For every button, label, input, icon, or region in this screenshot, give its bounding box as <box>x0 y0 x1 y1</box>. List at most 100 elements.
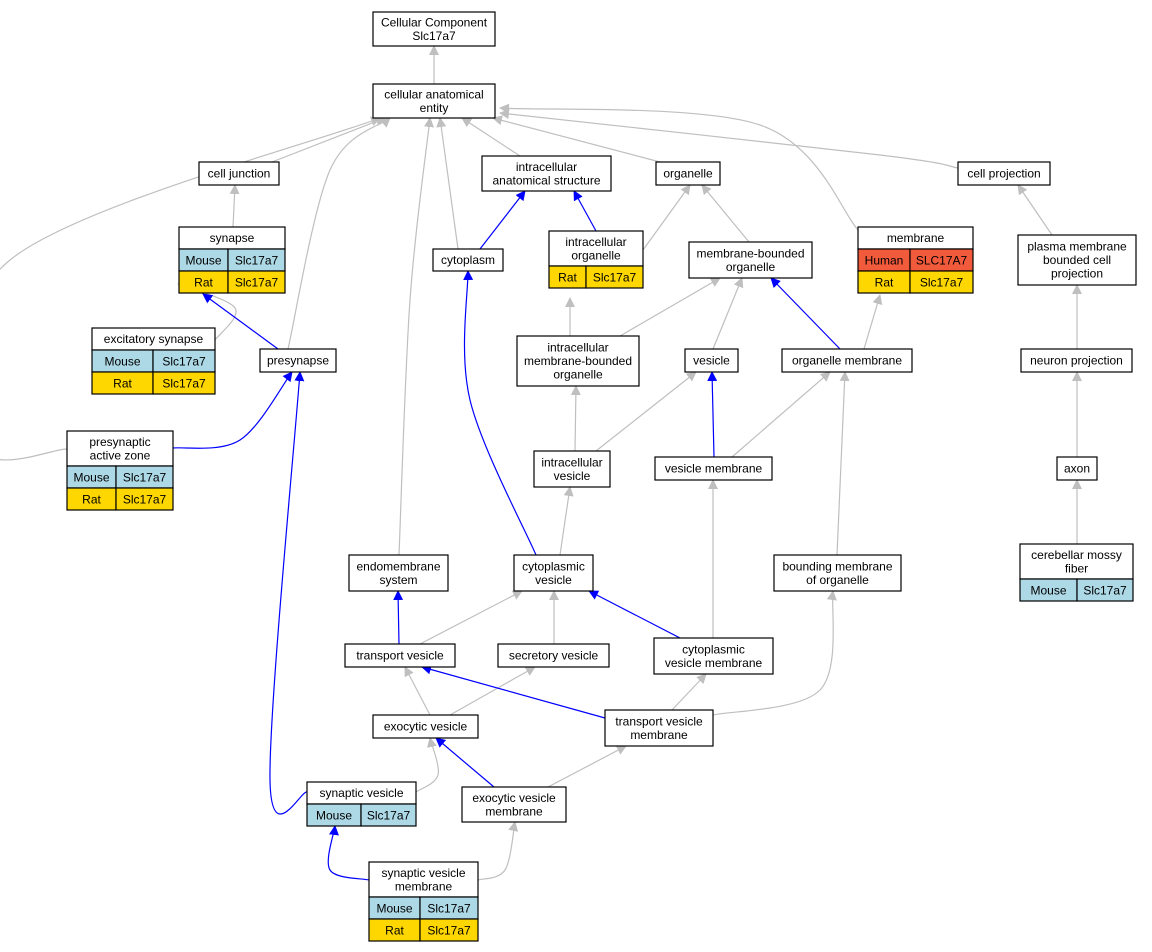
node-vesicle[interactable]: vesicle <box>684 348 739 373</box>
node-label-line: cerebellar mossy <box>1031 548 1122 562</box>
edge-mbo-to-organelle <box>701 184 750 243</box>
species-label: Human <box>865 254 904 268</box>
edge-cytoplasmic_vesicle-to-iv <box>559 486 574 556</box>
node-label-line: bounding membrane <box>782 559 892 573</box>
node-label-line: vesicle <box>554 469 591 483</box>
gene-cell <box>419 918 479 942</box>
node-label-box <box>604 709 714 747</box>
node-label-line: exocytic vesicle <box>384 720 468 734</box>
node-exocytic_vesicle[interactable]: exocytic vesicle <box>372 714 479 739</box>
node-label-line: intracellular <box>541 455 602 469</box>
node-label-line: synaptic vesicle <box>381 866 465 880</box>
node-label-box <box>1020 348 1133 373</box>
node-label-line: membrane-bounded <box>696 246 804 260</box>
edge-transport_vesicle-to-endomembrane <box>393 590 404 645</box>
gene-label: Slc17a7 <box>367 809 411 823</box>
species-label: Rat <box>194 276 213 290</box>
node-label-box <box>348 554 449 592</box>
gene-cell <box>152 371 216 395</box>
gene-cell <box>227 270 286 294</box>
node-label-box <box>372 83 496 119</box>
edge-paz-to-presynapse <box>172 371 293 449</box>
edge-vesicle_membrane-to-organelle_membrane <box>731 371 831 458</box>
edge-exocytic_vesicle-to-secretory_vesicle <box>449 666 536 716</box>
node-label-box <box>513 554 594 592</box>
node-label-line: vesicle <box>693 354 730 368</box>
node-label-box <box>1019 543 1134 580</box>
edge-synaptic_vesicle-to-presynapse <box>269 371 308 815</box>
node-neuron_projection[interactable]: neuron projection <box>1020 348 1133 373</box>
node-label-box <box>481 155 612 192</box>
node-label-box <box>1056 456 1098 481</box>
node-organelle[interactable]: organelle <box>655 161 721 186</box>
edge-evm-to-exocytic_vesicle <box>435 737 495 788</box>
node-transport_vesicle[interactable]: transport vesicle <box>344 643 456 668</box>
edge-vesicle_membrane-to-vesicle <box>707 371 718 458</box>
node-label-line: synapse <box>210 231 255 245</box>
edge-paz-to-cae <box>0 116 381 461</box>
node-vesicle_membrane[interactable]: vesicle membrane <box>654 456 773 481</box>
node-label-line: vesicle <box>535 573 572 587</box>
node-label-line: cytoplasm <box>441 253 495 267</box>
node-label-line: vesicle membrane <box>665 462 763 476</box>
node-secretory_vesicle[interactable]: secretory vesicle <box>497 643 610 668</box>
edge-io-to-organelle <box>642 184 691 251</box>
gene-cell <box>909 270 974 294</box>
node-label-line: membrane <box>630 728 688 742</box>
node-presynapse[interactable]: presynapse <box>259 348 337 373</box>
edge-transport_vesicle-to-cytoplasmic_vesicle <box>419 590 523 645</box>
node-cell_projection[interactable]: cell projection <box>957 161 1051 186</box>
gene-label: Slc17a7 <box>427 924 471 938</box>
edge-tvm-to-cvm <box>671 673 707 711</box>
node-label-line: cell junction <box>208 167 271 181</box>
node-cell_junction[interactable]: cell junction <box>198 161 280 186</box>
edge-membrane-to-cae <box>499 103 859 231</box>
node-label-line: intracellular <box>516 160 577 174</box>
node-label-line: bounded cell <box>1043 253 1111 267</box>
edge-presynapse-to-synapse <box>202 293 279 350</box>
node-cytoplasm[interactable]: cytoplasm <box>432 248 504 272</box>
species-label: Rat <box>558 271 577 285</box>
edge-cell_projection-to-cae <box>499 109 959 169</box>
node-label-line: anatomical structure <box>492 173 600 187</box>
edge-organelle-to-cae <box>492 115 661 163</box>
node-organelle_membrane[interactable]: organelle membrane <box>781 348 913 373</box>
node-label-line: membrane-bounded <box>524 354 632 368</box>
node-label-line: of organelle <box>806 573 869 587</box>
node-label-box <box>198 161 280 186</box>
node-label-line: neuron projection <box>1030 354 1123 368</box>
node-label-box <box>368 861 479 898</box>
node-label-line: vesicle membrane <box>665 656 763 670</box>
node-axon[interactable]: axon <box>1056 456 1098 481</box>
species-label: Mouse <box>104 355 140 369</box>
edge-iv-to-imbo <box>570 385 581 452</box>
node-label-line: fiber <box>1065 561 1088 575</box>
gene-label: Slc17a7 <box>123 471 167 485</box>
node-label-line: intracellular <box>547 341 608 355</box>
species-label: Rat <box>875 276 894 290</box>
gene-label: SLC17A7 <box>916 254 968 268</box>
gene-label: Slc17a7 <box>427 902 471 916</box>
edge-iv-to-vesicle <box>595 371 697 452</box>
